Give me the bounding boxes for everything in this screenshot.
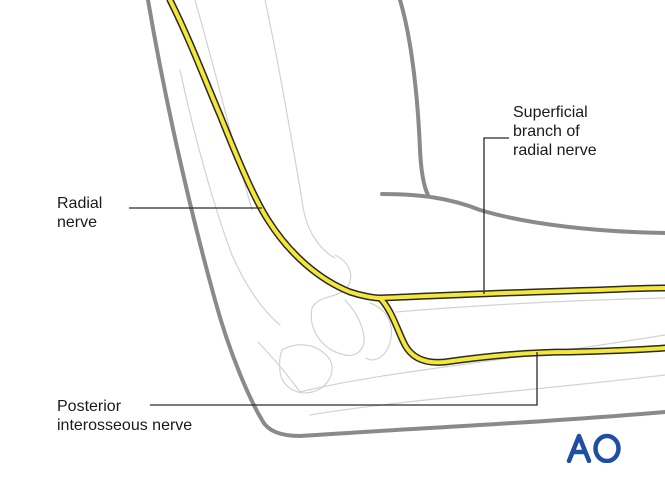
label-superficial-branch: Superficial branch of radial nerve [513, 103, 597, 160]
label-pin-line2: interosseous nerve [57, 417, 193, 434]
nerves [166, 0, 665, 366]
leader-lines [129, 137, 538, 406]
label-superficial-line1: Superficial [513, 104, 588, 121]
ao-logo [566, 433, 621, 463]
label-superficial-line3: radial nerve [513, 142, 597, 159]
label-radial-nerve-line2: nerve [57, 214, 98, 231]
label-pin-line1: Posterior [57, 398, 122, 415]
leader-posterior-interosseous [150, 352, 538, 406]
arm-outline [146, 0, 665, 438]
label-radial-nerve-line1: Radial [57, 195, 103, 212]
label-radial-nerve: Radial nerve [57, 194, 102, 232]
label-superficial-line2: branch of [513, 123, 580, 140]
label-posterior-interosseous-nerve: Posterior interosseous nerve [57, 397, 192, 435]
leader-superficial-branch [483, 137, 509, 294]
bone-outlines [179, 0, 665, 416]
